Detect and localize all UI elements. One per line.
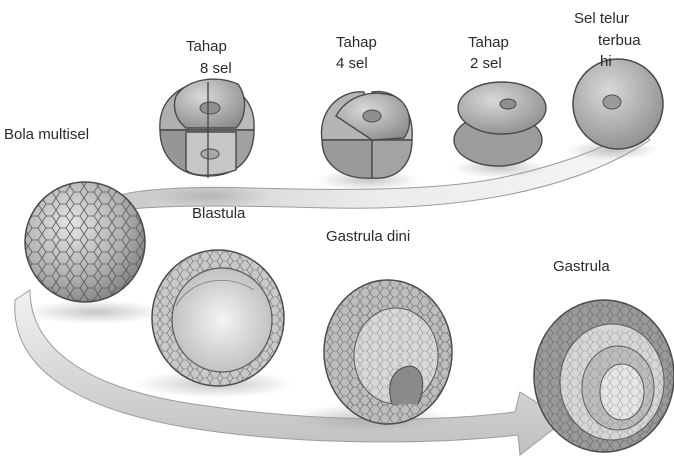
eight-cell-illustration bbox=[160, 79, 254, 178]
label-8-cell-line2: 8 sel bbox=[200, 60, 232, 78]
label-8-cell-line1: Tahap bbox=[186, 38, 227, 56]
label-gastrula: Gastrula bbox=[553, 258, 610, 276]
label-4-cell-line2: 4 sel bbox=[336, 55, 368, 73]
two-cell-illustration bbox=[454, 82, 546, 166]
four-cell-illustration bbox=[322, 92, 413, 179]
gastrula-illustration bbox=[530, 298, 674, 458]
label-morula: Bola multisel bbox=[4, 126, 89, 144]
fertilized-egg-illustration bbox=[573, 59, 663, 149]
label-egg-line2: terbua bbox=[598, 32, 641, 50]
morula-shadow bbox=[25, 300, 165, 324]
label-egg-line1: Sel telur bbox=[574, 10, 629, 28]
label-4-cell-line1: Tahap bbox=[336, 34, 377, 52]
label-2-cell-line1: Tahap bbox=[468, 34, 509, 52]
blastula-illustration bbox=[152, 250, 284, 386]
label-early-gastrula: Gastrula dini bbox=[326, 228, 410, 246]
label-blastula: Blastula bbox=[192, 205, 245, 223]
label-egg-line3: hi bbox=[600, 53, 612, 71]
label-2-cell-line2: 2 sel bbox=[470, 55, 502, 73]
